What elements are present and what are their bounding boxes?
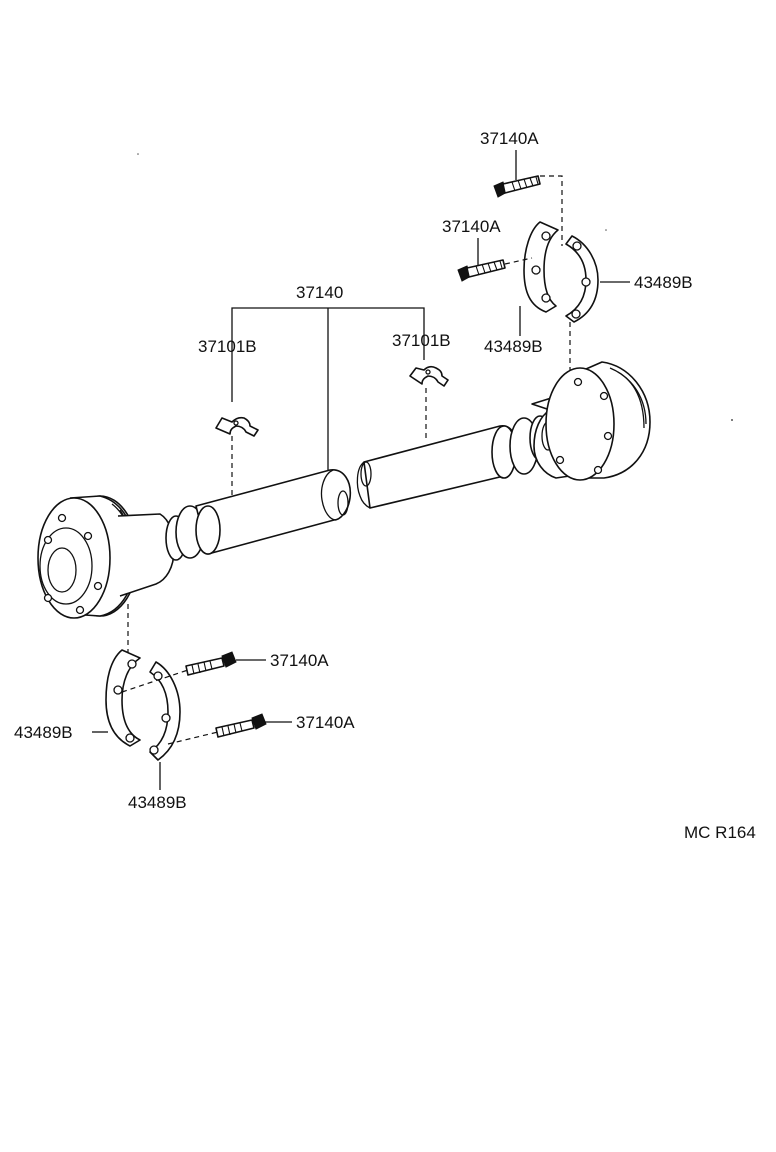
label-center-bearing-left: 37101B xyxy=(198,337,257,356)
washer-top-right xyxy=(565,235,599,323)
dash-top-2 xyxy=(504,257,533,265)
figure-code: MC R164 xyxy=(684,823,756,842)
center-bearing-right xyxy=(409,365,449,387)
speck xyxy=(731,419,733,421)
label-center-bearing-right: 37101B xyxy=(392,331,451,350)
label-shaft-assembly: 37140 xyxy=(296,283,343,302)
label-bolt-top-1: 37140A xyxy=(480,129,539,148)
label-washer-top-right: 43489B xyxy=(634,273,693,292)
washer-bottom-left xyxy=(105,649,141,747)
tube-left xyxy=(195,469,352,555)
washer-top-left xyxy=(523,221,559,313)
label-washer-top-left: 43489B xyxy=(484,337,543,356)
washer-bottom-right xyxy=(149,661,181,761)
label-bolt-top-2: 37140A xyxy=(442,217,501,236)
label-washer-bottom-right: 43489B xyxy=(128,793,187,812)
label-washer-bottom-left: 43489B xyxy=(14,723,73,742)
dash-top-1 xyxy=(540,175,563,246)
label-bolt-bottom-2: 37140A xyxy=(296,713,355,732)
bolt-top-1 xyxy=(493,175,541,198)
yoke-left xyxy=(117,505,205,597)
speck xyxy=(605,229,607,231)
tube-right xyxy=(356,425,518,509)
bolt-bottom-1 xyxy=(185,651,237,676)
flange-right xyxy=(545,361,651,481)
center-bearing-left xyxy=(215,416,259,437)
bolt-bottom-2 xyxy=(215,713,267,738)
speck xyxy=(137,153,139,155)
dash-bottom-1 xyxy=(121,669,189,693)
label-bolt-bottom-1: 37140A xyxy=(270,651,329,670)
bolt-top-2 xyxy=(457,259,506,282)
